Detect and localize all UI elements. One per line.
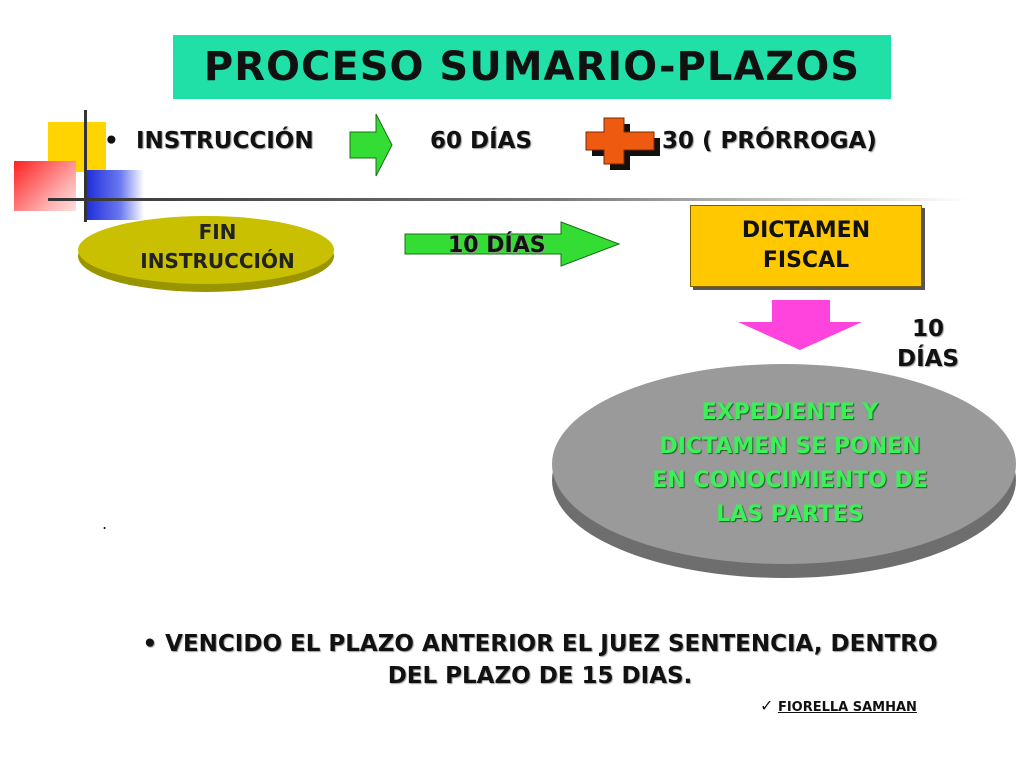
fin-instruccion-ellipse (78, 216, 334, 292)
expediente-line3: EN CONOCIMIENTO DE (652, 468, 928, 493)
fin-instruccion-label: FIN INSTRUCCIÓN (100, 218, 335, 276)
bottom-line1-text: VENCIDO EL PLAZO ANTERIOR EL JUEZ SENTEN… (165, 631, 938, 657)
instruction-days: 60 DÍAS (430, 128, 533, 154)
page-title: PROCESO SUMARIO-PLAZOS (203, 44, 861, 90)
right-days-line1: 10 (911, 316, 944, 342)
expediente-line4: LAS PARTES (716, 502, 864, 527)
expediente-line2: DICTAMEN SE PONEN (659, 434, 921, 459)
expediente-line1: EXPEDIENTE Y (701, 400, 879, 425)
right-days-label: 10 DÍAS (888, 314, 968, 374)
right-days-line2: DÍAS (896, 346, 959, 372)
green-arrow-right-icon (349, 113, 393, 177)
fin-instruccion-line1: FIN (198, 220, 237, 244)
bottom-line1: • VENCIDO EL PLAZO ANTERIOR EL JUEZ SENT… (120, 628, 960, 660)
expediente-ellipse (552, 364, 1016, 578)
deco-blue-square (84, 170, 144, 220)
plus-cross-icon (585, 117, 660, 170)
instruction-bullet: • (104, 128, 119, 154)
expediente-text: EXPEDIENTE Y DICTAMEN SE PONEN EN CONOCI… (610, 396, 970, 532)
dictamen-fiscal-box: DICTAMEN FISCAL (690, 205, 922, 287)
bottom-bullet: • (142, 631, 158, 657)
stray-dot: . (102, 514, 108, 533)
deco-horizontal-line (48, 198, 968, 201)
check-icon: ✓ (760, 696, 774, 715)
pink-arrow-down-icon (738, 300, 862, 350)
instruction-extension: 30 ( PRÓRROGA) (662, 128, 877, 154)
dictamen-line2: FISCAL (762, 248, 850, 273)
author-credit: ✓ FIORELLA SAMHAN (760, 696, 917, 715)
bottom-line2: DEL PLAZO DE 15 DIAS. (387, 663, 693, 689)
green-arrow-10-dias-icon (404, 221, 621, 267)
author-name: FIORELLA SAMHAN (777, 700, 917, 715)
title-banner: PROCESO SUMARIO-PLAZOS (173, 35, 891, 99)
fin-instruccion-line2: INSTRUCCIÓN (140, 249, 295, 273)
instruction-label: INSTRUCCIÓN (136, 128, 314, 154)
arrow-days-label: 10 DÍAS (448, 233, 546, 258)
dictamen-line1: DICTAMEN (741, 218, 871, 243)
deco-red-square (14, 161, 76, 211)
bottom-statement: • VENCIDO EL PLAZO ANTERIOR EL JUEZ SENT… (120, 628, 960, 692)
deco-vertical-line (84, 110, 87, 222)
